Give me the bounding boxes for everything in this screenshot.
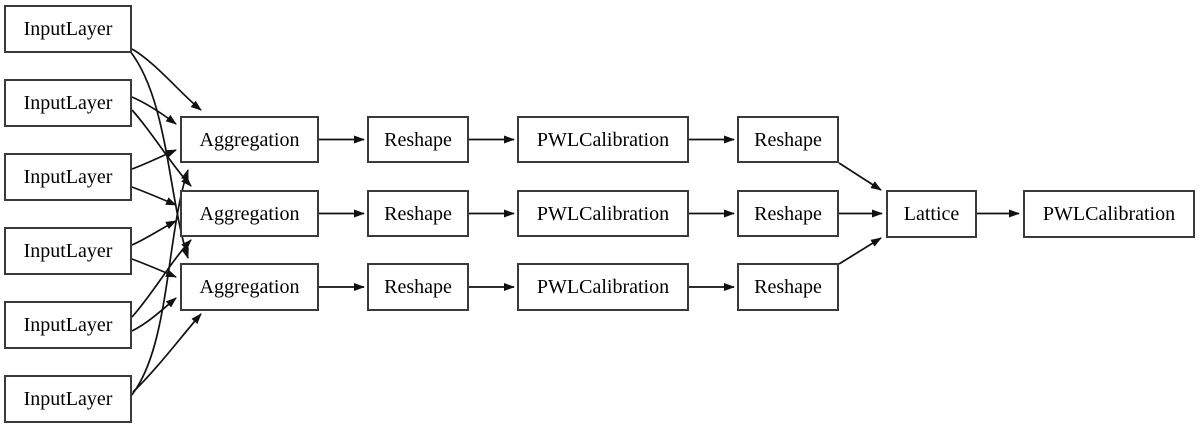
node-input2: InputLayer — [4, 79, 132, 127]
node-label: Aggregation — [199, 202, 300, 225]
edge-input4-agg3 — [131, 258, 177, 278]
node-input6: InputLayer — [4, 375, 132, 423]
node-pwl2: PWLCalibration — [517, 190, 689, 237]
node-reshape2a: Reshape — [367, 190, 469, 237]
node-label: PWLCalibration — [536, 128, 670, 151]
node-label: Reshape — [754, 276, 822, 298]
node-label: Aggregation — [199, 128, 300, 151]
node-pwl3: PWLCalibration — [517, 263, 689, 311]
edge-input2-agg1 — [131, 96, 177, 125]
node-label: Aggregation — [199, 276, 300, 298]
node-pwl1: PWLCalibration — [517, 116, 689, 163]
edge-input3-agg1 — [131, 149, 177, 170]
node-pwl_out: PWLCalibration — [1023, 190, 1195, 238]
edge-input5-agg2 — [131, 239, 192, 318]
node-label: InputLayer — [23, 92, 113, 114]
node-label: InputLayer — [23, 18, 113, 40]
node-reshape1b: Reshape — [737, 116, 839, 163]
edge-input5-agg3 — [131, 297, 177, 332]
node-label: InputLayer — [23, 166, 113, 188]
edge-reshape1b-lattice — [838, 162, 882, 191]
node-agg3: Aggregation — [180, 263, 319, 311]
node-label: InputLayer — [23, 240, 113, 262]
node-label: Reshape — [384, 128, 452, 151]
edge-input4-agg2 — [131, 220, 177, 246]
edge-input1-agg1 — [131, 48, 202, 111]
edge-input3-agg2 — [131, 186, 177, 206]
node-label: PWLCalibration — [1042, 203, 1176, 225]
node-input4: InputLayer — [4, 227, 132, 275]
node-label: Reshape — [754, 202, 822, 225]
node-reshape3a: Reshape — [367, 263, 469, 311]
node-label: InputLayer — [23, 314, 113, 336]
node-label: PWLCalibration — [536, 276, 670, 298]
node-label: Reshape — [384, 276, 452, 298]
node-label: Reshape — [384, 202, 452, 225]
node-reshape2b: Reshape — [737, 190, 839, 237]
node-reshape3b: Reshape — [737, 263, 839, 311]
node-input5: InputLayer — [4, 301, 132, 349]
node-input3: InputLayer — [4, 153, 132, 201]
node-agg2: Aggregation — [180, 190, 319, 237]
edge-input6-agg3 — [132, 313, 202, 393]
node-label: InputLayer — [23, 388, 113, 410]
node-label: PWLCalibration — [536, 202, 670, 225]
node-lattice: Lattice — [886, 190, 977, 238]
node-label: Reshape — [754, 128, 822, 151]
edge-reshape3b-lattice — [838, 237, 882, 265]
node-label: Lattice — [903, 203, 960, 225]
node-input1: InputLayer — [4, 5, 132, 53]
node-agg1: Aggregation — [180, 116, 319, 163]
node-reshape1a: Reshape — [367, 116, 469, 163]
